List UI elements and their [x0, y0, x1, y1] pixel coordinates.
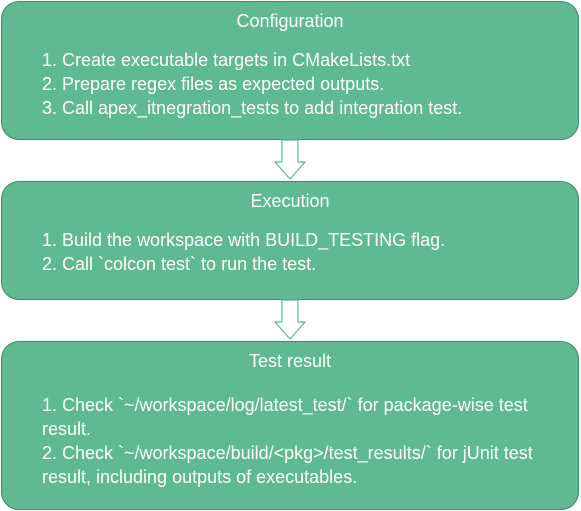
configuration-steps: 1. Create executable targets in CMakeLis…: [42, 48, 558, 120]
configuration-step-3: 3. Call apex_itnegration_tests to add in…: [42, 98, 463, 118]
execution-box: Execution 1. Build the workspace with BU…: [1, 181, 579, 300]
configuration-title: Configuration: [236, 11, 344, 31]
test-result-title: Test result: [248, 351, 332, 371]
configuration-box: Configuration 1. Create executable targe…: [1, 1, 579, 140]
execution-step-1: 1. Build the workspace with BUILD_TESTIN…: [42, 230, 446, 250]
configuration-step-2: 2. Prepare regex files as expected outpu…: [42, 74, 385, 94]
execution-title: Execution: [250, 191, 330, 211]
test-result-step-1: 1. Check `~/workspace/log/latest_test/` …: [42, 395, 528, 439]
test-result-box: Test result 1. Check `~/workspace/log/la…: [1, 341, 579, 510]
down-arrow-icon: [273, 299, 307, 340]
execution-steps: 1. Build the workspace with BUILD_TESTIN…: [42, 228, 558, 276]
test-result-steps: 1. Check `~/workspace/log/latest_test/` …: [42, 393, 558, 489]
test-result-step-2: 2. Check `~/workspace/build/<pkg>/test_r…: [42, 443, 533, 487]
execution-step-2: 2. Call `colcon test` to run the test.: [42, 254, 317, 274]
down-arrow-icon: [273, 139, 307, 180]
configuration-step-1: 1. Create executable targets in CMakeLis…: [42, 50, 411, 70]
